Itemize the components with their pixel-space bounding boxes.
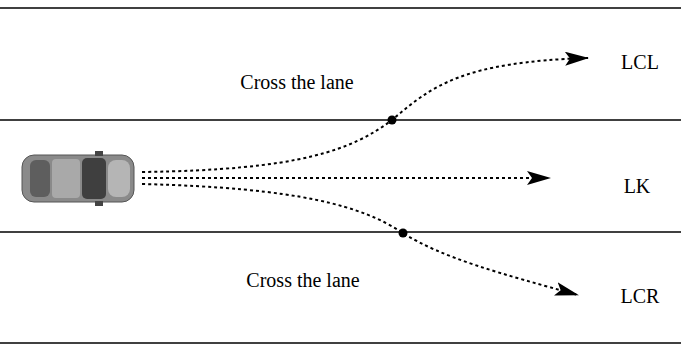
lane-line <box>0 7 681 9</box>
trajectory-arrow <box>142 177 550 179</box>
lane-line <box>0 119 681 121</box>
crossing-dot <box>399 229 408 238</box>
lane-note: Cross the lane <box>240 70 353 94</box>
trajectory-arrow <box>142 184 578 295</box>
crossing-dot <box>388 116 397 125</box>
maneuver-label: LCR <box>621 284 660 308</box>
lane-line <box>0 231 681 233</box>
maneuver-label: LCL <box>621 50 659 74</box>
trajectory-arrow <box>142 58 588 172</box>
car-illustration <box>18 150 142 207</box>
maneuver-label: LK <box>624 174 651 198</box>
lane-line <box>0 342 681 344</box>
lane-note: Cross the lane <box>246 268 359 292</box>
